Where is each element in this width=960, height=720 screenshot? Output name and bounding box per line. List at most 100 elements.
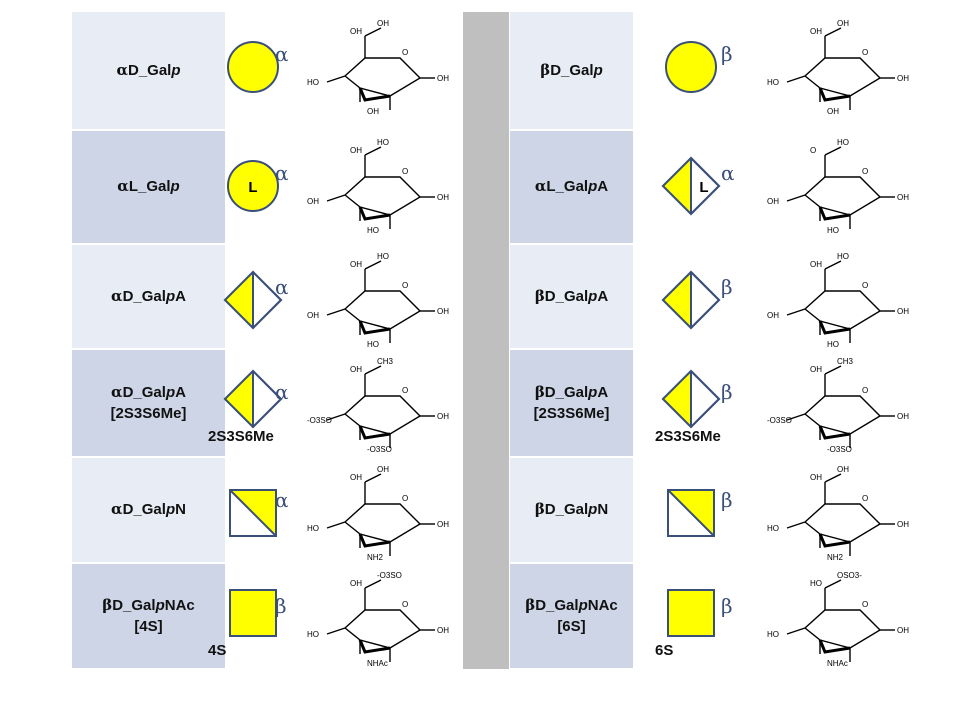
structure-label: OH <box>377 465 389 474</box>
residue-name-prefix: β <box>525 596 536 615</box>
structure-label: HO <box>837 252 849 261</box>
residue-name-ring: p <box>588 178 598 196</box>
structure-label: OH <box>437 307 449 316</box>
svg-text:O: O <box>402 494 408 503</box>
structure-label: HO <box>367 226 379 235</box>
structure-label: OH <box>897 520 909 529</box>
structure-label: CH3 <box>837 357 854 366</box>
residue-name-cell: αL_Galp <box>72 131 225 243</box>
residue-name-prefix: β <box>534 383 545 402</box>
structure-label: OH <box>837 465 849 474</box>
structure-label: HO <box>307 630 319 639</box>
residue-name-name: D_Gal <box>535 597 579 615</box>
residue-name-suffix: NAc <box>587 597 618 615</box>
structure-label: OH <box>307 197 319 206</box>
structure-label: OH <box>367 107 379 116</box>
structure-label: OH <box>810 27 822 36</box>
residue-name-cell: βD_Galp <box>510 12 633 129</box>
diamond-symbol-icon <box>660 269 722 336</box>
residue-name-cell: βD_GalpN <box>510 458 633 562</box>
structure-label: OH <box>377 19 389 28</box>
anomer-label: α <box>275 161 289 185</box>
residue-name-prefix: α <box>117 177 129 196</box>
residue-name-name: D_Gal <box>544 384 589 402</box>
structure-label: HO <box>827 226 839 235</box>
structure-label: HO <box>307 524 319 533</box>
anomer-label: α <box>275 275 289 299</box>
residue-name-prefix: α <box>534 177 547 196</box>
structure-label: OH <box>810 365 822 374</box>
svg-text:O: O <box>862 600 868 609</box>
residue-name-cell: αD_GalpA <box>72 245 225 348</box>
diamond-L-symbol-icon: L <box>660 155 722 222</box>
structure-label: OH <box>827 107 839 116</box>
symbol-modification-label: 4S <box>208 642 227 659</box>
svg-text:L: L <box>699 179 708 196</box>
structure-label: CH3 <box>377 357 394 366</box>
residue-modification-label: [4S] <box>134 617 163 635</box>
svg-text:O: O <box>862 48 868 57</box>
anomer-label: β <box>721 488 733 512</box>
residue-name-ring: p <box>578 597 588 615</box>
residue-name-name: D_Gal <box>544 501 589 519</box>
residue-name-name: L_Gal <box>546 178 589 196</box>
residue-name-ring: p <box>165 287 176 305</box>
circle-symbol-icon <box>660 36 722 103</box>
structure-label: -O3SO <box>367 445 392 454</box>
residue-name-suffix: N <box>175 501 186 519</box>
structure-label: NH2 <box>827 553 844 562</box>
structure-label: OH <box>350 146 362 155</box>
residue-name-name: D_Gal <box>544 287 589 305</box>
anomer-label: α <box>721 161 735 185</box>
residue-name-prefix: β <box>534 500 545 519</box>
anomer-label: α <box>275 380 289 404</box>
structure-label: OH <box>437 74 449 83</box>
residue-name-ring: p <box>171 61 181 79</box>
svg-text:O: O <box>402 167 408 176</box>
residue-name-cell: βD_GalpA <box>510 245 633 348</box>
anomer-label: β <box>275 594 287 618</box>
structure-label: -O3SO <box>827 445 852 454</box>
svg-text:O: O <box>862 386 868 395</box>
structure-label: OH <box>350 260 362 269</box>
square-half-symbol-icon <box>660 482 722 549</box>
symbol-modification-label: 6S <box>655 642 674 659</box>
structure-label: -O3SO <box>307 416 332 425</box>
residue-name-name: D_Gal <box>128 61 172 79</box>
diamond-symbol-icon <box>222 269 284 336</box>
structure-label: OH <box>437 412 449 421</box>
structure-label: OSO3- <box>837 571 862 580</box>
anomer-label: β <box>721 380 733 404</box>
structure-label: HO <box>377 252 389 261</box>
residue-name-cell: αL_GalpA <box>510 131 633 243</box>
residue-name-prefix: α <box>116 60 128 79</box>
residue-modification-label: [2S3S6Me] <box>110 404 187 422</box>
residue-name-cell: αD_GalpN <box>72 458 225 562</box>
structure-label: OH <box>897 193 909 202</box>
structure-label: OH <box>307 311 319 320</box>
residue-name-ring: p <box>588 501 598 519</box>
structure-label: HO <box>377 138 389 147</box>
residue-name-name: D_Gal <box>550 61 594 79</box>
residue-name-suffix: A <box>597 287 609 305</box>
circle-L-symbol-icon: L <box>222 155 284 222</box>
residue-name-suffix: A <box>175 287 186 305</box>
structure-label: OH <box>350 27 362 36</box>
residue-name-prefix: β <box>534 286 545 305</box>
residue-name-cell: βD_GalpNAc[4S] <box>72 564 225 668</box>
residue-name-prefix: α <box>111 383 123 402</box>
anomer-label: α <box>275 42 289 66</box>
residue-name-cell: αD_Galp <box>72 12 225 129</box>
structure-label: HO <box>367 340 379 349</box>
structure-label: OH <box>437 520 449 529</box>
residue-name-ring: p <box>170 178 180 196</box>
